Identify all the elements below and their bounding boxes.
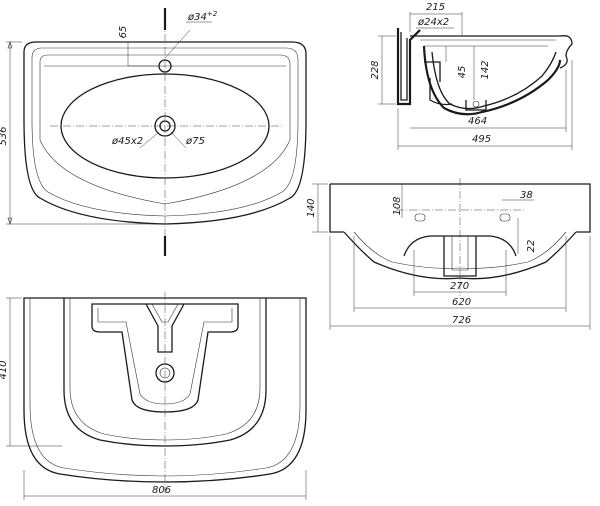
front-view: 140 108 38 22 270 620 726 <box>306 178 591 330</box>
dim-215-label: 215 <box>426 2 445 13</box>
drain-label: ø75 <box>185 136 205 147</box>
dim-410-label: 410 <box>0 360 9 379</box>
dim-228-label: 228 <box>370 60 381 79</box>
side-section: 215 ø24x2 228 45 142 464 495 <box>370 2 573 150</box>
tap-diameter-label: ø34+2 <box>187 10 218 23</box>
bottom-view: 410 806 <box>0 292 307 500</box>
depth-536-label: 536 <box>0 126 9 145</box>
tap-offset-label: 65 <box>118 26 129 39</box>
dim-495-label: 495 <box>472 134 491 145</box>
dim-726-label: 726 <box>452 315 471 326</box>
dim-142-label: 142 <box>480 60 491 79</box>
dim-38-label: 38 <box>520 190 533 201</box>
dim-140-label: 140 <box>306 198 317 217</box>
mount-hole-label: ø24x2 <box>417 17 449 28</box>
dim-108-label: 108 <box>392 196 403 215</box>
dim-270-label: 270 <box>450 281 469 292</box>
drain-overflow-label: ø45x2 <box>111 136 143 147</box>
drain-outer <box>154 115 176 137</box>
dim-464-label: 464 <box>468 116 487 127</box>
dim-806-label: 806 <box>152 485 171 496</box>
top-view: ø34+2 65 ø45x2 ø75 536 <box>0 8 307 256</box>
dim-620-label: 620 <box>452 297 471 308</box>
dim-22-label: 22 <box>526 240 537 253</box>
dim-45-label: 45 <box>457 66 468 79</box>
tap-hole <box>158 59 172 73</box>
